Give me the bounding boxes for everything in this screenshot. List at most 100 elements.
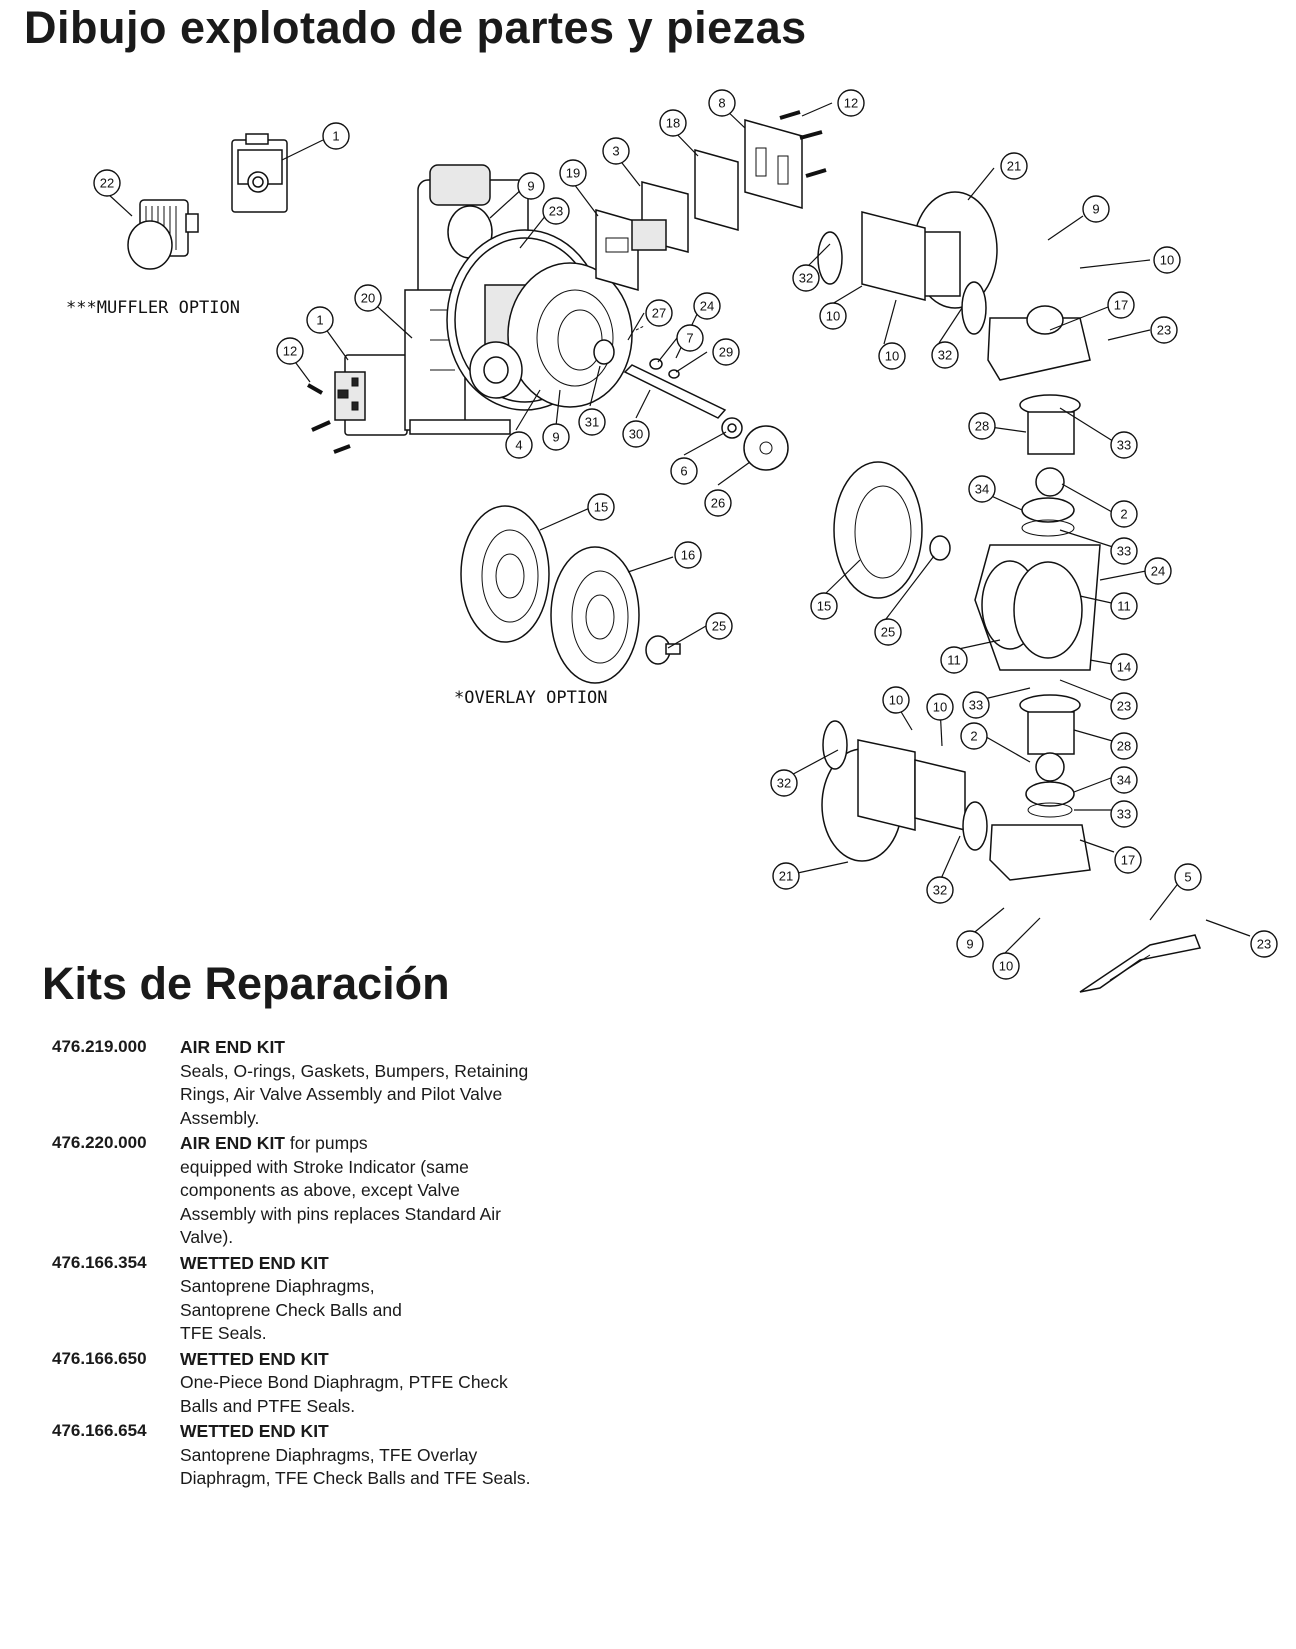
callout-24: 24: [693, 292, 721, 320]
svg-text:17: 17: [1121, 853, 1135, 868]
svg-text:32: 32: [799, 271, 813, 286]
svg-text:1: 1: [316, 313, 323, 328]
svg-text:16: 16: [681, 548, 695, 563]
overlay-diaphragms: [460, 505, 681, 684]
kit-item: 476.166.650 WETTED END KIT One-Piece Bon…: [52, 1348, 612, 1419]
callout-2: 2: [1110, 500, 1138, 528]
callout-7: 7: [676, 324, 704, 352]
callout-33b: 33: [1110, 537, 1138, 565]
callout-23d: 23: [1250, 930, 1278, 958]
svg-text:20: 20: [361, 291, 375, 306]
kit-item: 476.166.654 WETTED END KIT Santoprene Di…: [52, 1420, 612, 1491]
kit-number: 476.166.354: [52, 1252, 147, 1272]
kit-body: WETTED END KIT Santoprene Diaphragms, Sa…: [180, 1252, 612, 1346]
callout-11b: 11: [940, 646, 968, 674]
callout-5: 5: [1174, 863, 1202, 891]
svg-text:19: 19: [566, 166, 580, 181]
callout-33d: 33: [1110, 800, 1138, 828]
kit-name: WETTED END KIT: [180, 1348, 329, 1369]
callout-10d: 10: [882, 686, 910, 714]
callout-1: 1: [322, 122, 350, 150]
kit-number: 476.220.000: [52, 1133, 147, 1152]
svg-text:11: 11: [1117, 599, 1131, 614]
svg-text:34: 34: [1117, 773, 1131, 788]
svg-text:32: 32: [777, 776, 791, 791]
muffler-option-label: ***MUFFLER OPTION: [66, 298, 240, 318]
callout-24b: 24: [1144, 557, 1172, 585]
callout-20: 20: [354, 284, 382, 312]
svg-text:6: 6: [680, 464, 687, 479]
callout-10f: 10: [992, 952, 1020, 980]
callout-33: 33: [1110, 431, 1138, 459]
svg-text:33: 33: [1117, 807, 1131, 822]
kit-description: One-Piece Bond Diaphragm, PTFE Check Bal…: [180, 1372, 508, 1416]
svg-text:14: 14: [1117, 660, 1131, 675]
svg-text:21: 21: [1007, 159, 1021, 174]
kit-description: Santoprene Diaphragms, TFE Overlay Diaph…: [180, 1444, 531, 1489]
air-chamber-part: [446, 229, 633, 411]
repair-kits-list: 476.219.000 AIR END KIT Seals, O-rings, …: [52, 1036, 612, 1493]
callout-6: 6: [670, 457, 698, 485]
svg-text:24: 24: [700, 299, 714, 314]
svg-text:2: 2: [970, 729, 977, 744]
svg-text:4: 4: [515, 438, 522, 453]
svg-text:25: 25: [881, 625, 895, 640]
pilot-plate-parts: [595, 119, 803, 291]
callout-10b: 10: [819, 302, 847, 330]
svg-text:10: 10: [885, 349, 899, 364]
svg-text:10: 10: [999, 959, 1013, 974]
svg-text:31: 31: [585, 415, 599, 430]
callout-32: 32: [792, 264, 820, 292]
kit-number: 476.166.650: [52, 1348, 147, 1368]
svg-text:24: 24: [1151, 564, 1165, 579]
callout-21: 21: [1000, 152, 1028, 180]
callout-33c: 33: [962, 691, 990, 719]
svg-text:10: 10: [1160, 253, 1174, 268]
svg-text:23: 23: [1157, 323, 1171, 338]
air-valve-lower-part: [334, 354, 408, 436]
callout-16: 16: [674, 541, 702, 569]
svg-text:30: 30: [629, 427, 643, 442]
callout-12b: 12: [276, 337, 304, 365]
callout-23b: 23: [1150, 316, 1178, 344]
callout-28: 28: [968, 412, 996, 440]
callout-12: 12: [837, 89, 865, 117]
kit-number: 476.166.654: [52, 1421, 147, 1440]
kit-description: Seals, O-rings, Gaskets, Bumpers, Retain…: [180, 1060, 529, 1128]
kit-body: WETTED END KIT Santoprene Diaphragms, TF…: [180, 1420, 612, 1491]
svg-text:34: 34: [975, 482, 989, 497]
callout-32b: 32: [931, 341, 959, 369]
svg-text:9: 9: [1092, 202, 1099, 217]
svg-text:33: 33: [1117, 438, 1131, 453]
callout-9: 9: [517, 172, 545, 200]
kit-item: 476.219.000 AIR END KIT Seals, O-rings, …: [52, 1036, 612, 1130]
svg-text:21: 21: [779, 869, 793, 884]
svg-text:7: 7: [686, 331, 693, 346]
callout-23c: 23: [1110, 692, 1138, 720]
callout-32c: 32: [770, 769, 798, 797]
svg-text:8: 8: [718, 96, 725, 111]
svg-text:29: 29: [719, 345, 733, 360]
callout-10: 10: [1153, 246, 1181, 274]
callout-21b: 21: [772, 862, 800, 890]
callout-10c: 10: [878, 342, 906, 370]
callout-9d: 9: [956, 930, 984, 958]
bolt-group-top: [779, 110, 827, 178]
svg-text:1: 1: [332, 129, 339, 144]
leader-lines: [107, 102, 1251, 957]
callout-1b: 1: [306, 306, 334, 334]
kit-number: 476.219.000: [52, 1037, 147, 1056]
svg-text:32: 32: [933, 883, 947, 898]
svg-text:33: 33: [1117, 544, 1131, 559]
callout-19: 19: [559, 159, 587, 187]
kit-body: AIR END KIT for pumps equipped with Stro…: [180, 1132, 612, 1250]
callout-17: 17: [1107, 291, 1135, 319]
kit-item: 476.220.000 AIR END KIT for pumps equipp…: [52, 1132, 612, 1250]
callout-25: 25: [705, 612, 733, 640]
callout-3: 3: [602, 137, 630, 165]
kit-description: equipped with Stroke Indicator (same com…: [180, 1156, 501, 1248]
callout-18: 18: [659, 109, 687, 137]
svg-text:10: 10: [889, 693, 903, 708]
kit-suffix: for pumps: [285, 1133, 368, 1153]
svg-text:2: 2: [1120, 507, 1127, 522]
